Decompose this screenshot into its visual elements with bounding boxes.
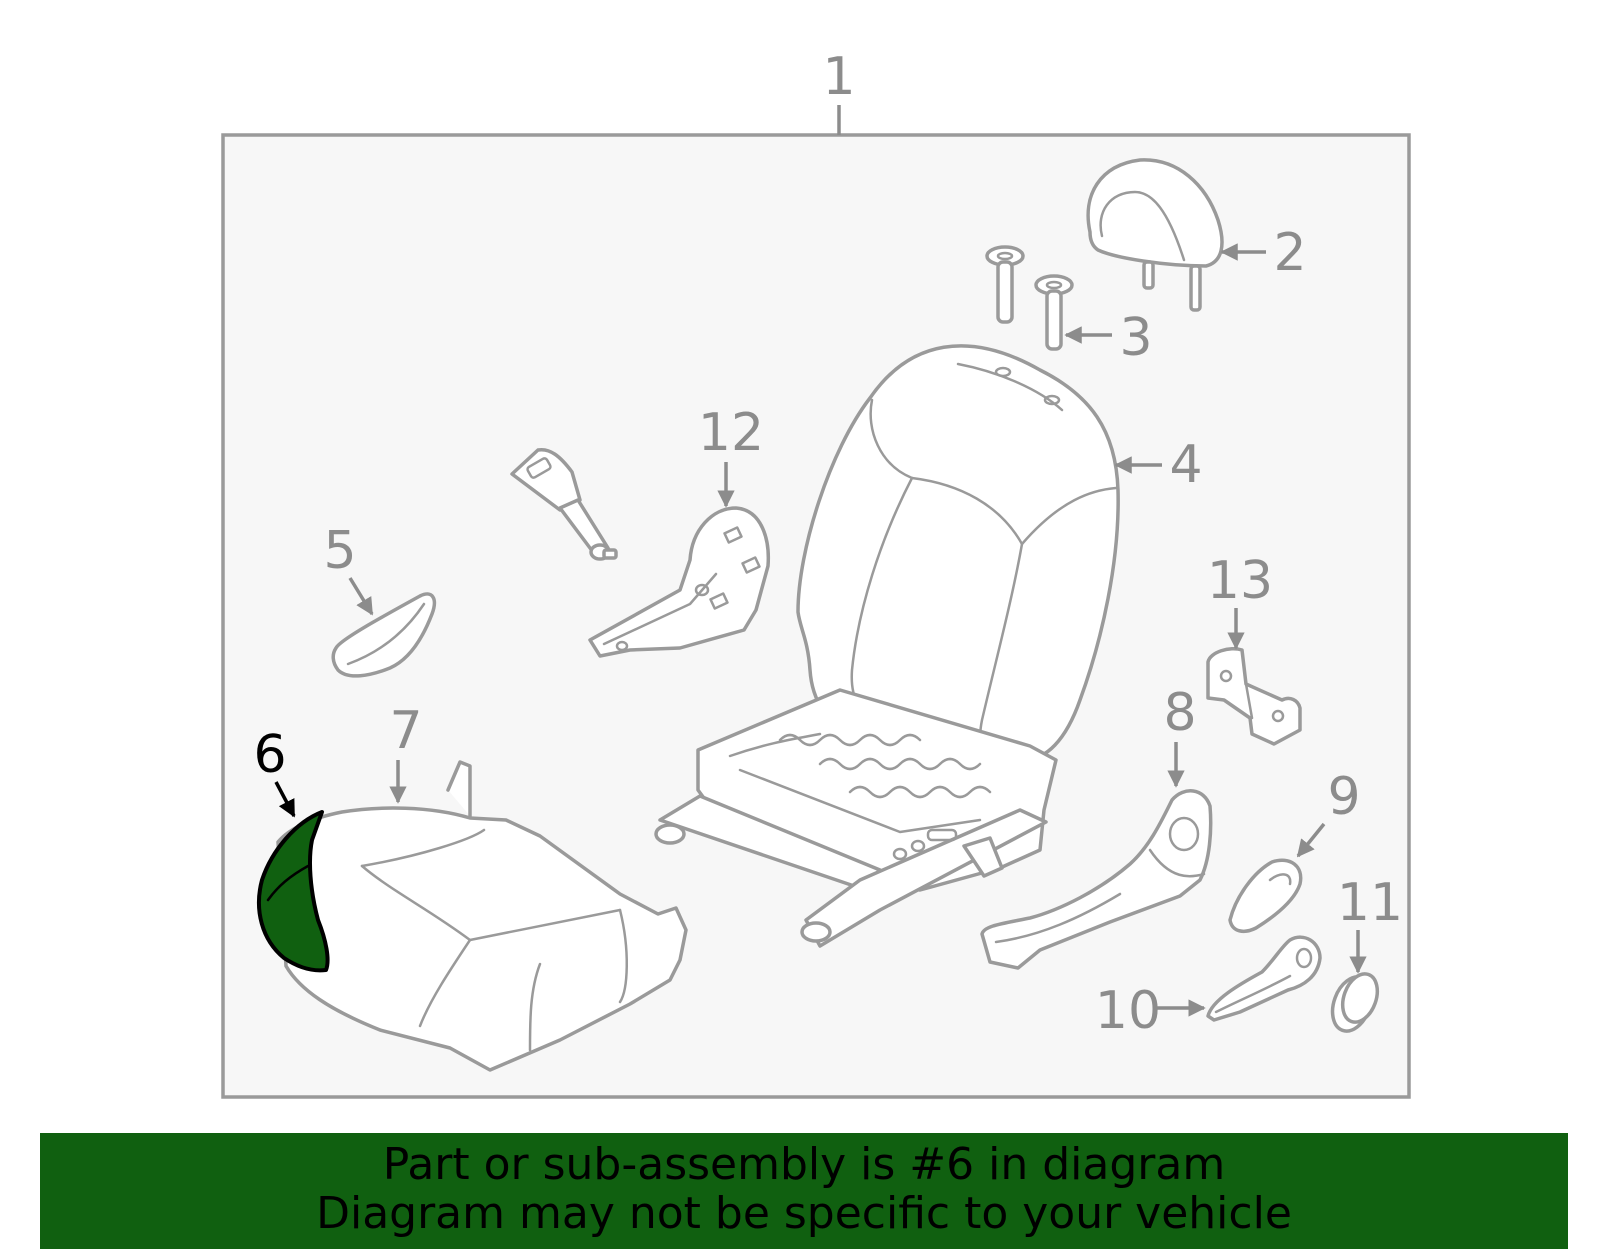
banner-disclaimer: Diagram may not be specific to your vehi… <box>316 1188 1292 1239</box>
part-3-headrest-guides[interactable] <box>985 245 1074 351</box>
part-9-knob[interactable] <box>1228 858 1303 934</box>
callout-12: 12 <box>698 403 764 463</box>
callout-5: 5 <box>323 521 356 581</box>
callout-5-leader <box>348 577 374 616</box>
callout-9-leader <box>1296 822 1326 858</box>
part-2-headrest[interactable] <box>1086 158 1224 312</box>
seat-belt-buckle <box>510 447 618 561</box>
part-5-side-cover[interactable] <box>331 592 437 678</box>
part-13-bracket[interactable] <box>1206 647 1302 746</box>
part-6-highlighted[interactable] <box>257 810 330 973</box>
callout-7: 7 <box>389 701 422 761</box>
part-10-lever[interactable] <box>1206 935 1322 1022</box>
callout-11: 11 <box>1337 873 1403 933</box>
part-8-side-shield[interactable] <box>980 789 1213 970</box>
callout-4: 4 <box>1169 435 1202 495</box>
part-12-recliner-bracket[interactable] <box>588 506 771 658</box>
callout-2: 2 <box>1273 223 1306 283</box>
banner-part-statement: Part or sub-assembly is #6 in diagram <box>382 1139 1226 1190</box>
part-11-cap[interactable] <box>1326 969 1384 1036</box>
callout-6-leader <box>274 781 296 818</box>
part-7-cushion-pad[interactable] <box>276 760 688 1072</box>
callout-6: 6 <box>253 725 286 785</box>
callout-13: 13 <box>1207 551 1273 611</box>
seat-frame-with-springs <box>654 688 1058 948</box>
callout-1: 1 <box>822 47 855 107</box>
part-info-banner: Part or sub-assembly is #6 in diagram Di… <box>40 1133 1568 1249</box>
callout-8: 8 <box>1163 683 1196 743</box>
callout-3: 3 <box>1119 308 1152 368</box>
callout-9: 9 <box>1327 767 1360 827</box>
callout-10: 10 <box>1095 981 1161 1041</box>
